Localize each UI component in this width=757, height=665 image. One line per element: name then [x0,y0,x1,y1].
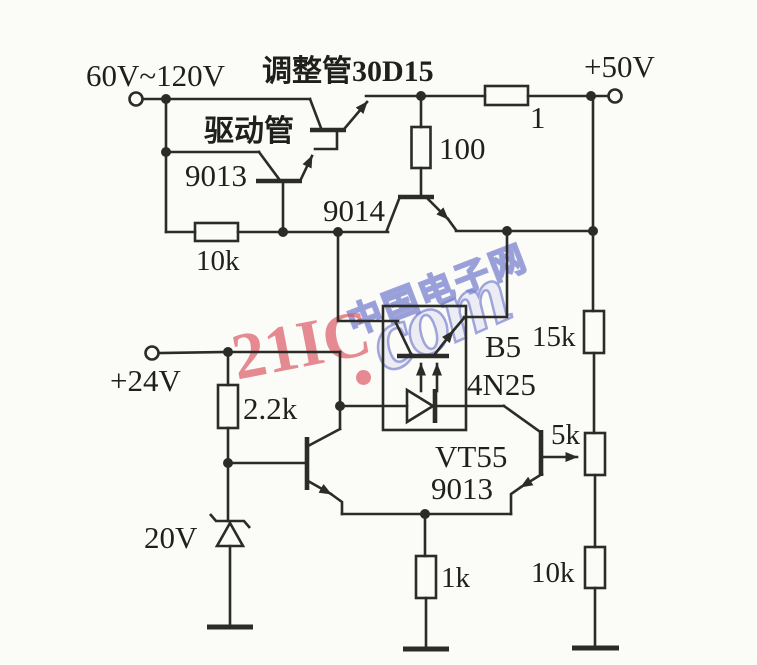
potentiometer-5k [583,431,607,477]
junction-dot [586,91,596,101]
label-comparator-model: 9013 [431,471,493,506]
phototransistor [394,316,466,359]
label-comparator-designator: VT55 [435,439,507,474]
resistor-10k-lower [583,545,607,590]
label-lower-divider: 10k [531,557,575,589]
label-collector-resistor: 100 [439,131,486,166]
label-upper-divider: 15k [532,321,576,353]
label-opto-model: 4N25 [467,367,536,402]
driver-transistor-9013 [164,150,314,234]
label-sense-resistor: 1 [530,100,546,135]
resistor-10k-bias [193,221,240,243]
output-terminal [607,88,623,104]
resistor-15k [582,309,606,355]
led-light-arrows [416,362,442,393]
label-output-voltage: +50V [584,49,655,84]
wire [502,404,541,433]
resistor-1k [414,554,438,600]
right-transistor-vt55 [509,430,579,516]
resistor-2k2 [216,383,240,430]
wire-opto-collector [336,230,400,323]
label-pass-transistor: 调整管30D15 [262,55,434,88]
pass-transistor-30d15 [308,97,369,151]
label-zener-voltage: 20V [144,520,198,555]
label-error-transistor: 9014 [323,193,386,228]
label-opto-designator: B5 [485,329,521,364]
left-transistor-9013 [304,427,344,516]
optocoupler-4n25 [381,304,468,432]
label-base-resistor: 2.2k [243,391,298,426]
zener-diode-20v [207,461,253,630]
label-driver-name: 驱动管 [204,115,294,148]
junction-dot [278,227,288,237]
label-bias-resistor: 10k [196,245,240,277]
label-driver-model: 9013 [185,158,247,193]
input-terminal [128,91,168,107]
resistor-1-sense [483,84,530,107]
label-aux-voltage: +24V [110,363,181,398]
aux-terminal [144,345,230,361]
label-emitter-resistor: 1k [441,562,471,594]
error-transistor-9014 [385,194,458,232]
led [405,387,438,425]
label-potentiometer: 5k [551,419,581,451]
label-input-voltage: 60V~120V [86,58,226,93]
resistor-100 [410,125,432,170]
wire-opto-emitter [462,229,509,319]
